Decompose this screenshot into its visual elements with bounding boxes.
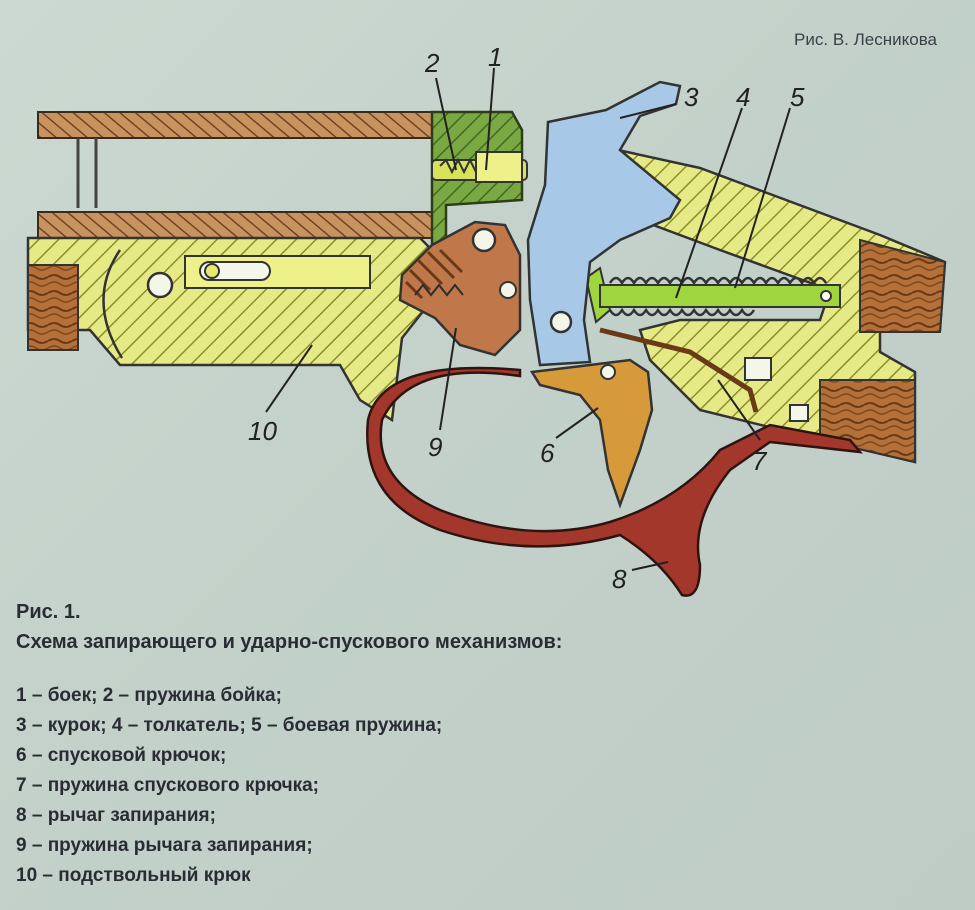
callout-8: 8	[612, 564, 627, 594]
figure-title: Схема запирающего и ударно-спускового ме…	[16, 631, 563, 653]
mechanism-diagram: 1 2 3 4 5 6 7 8 9 10	[26, 42, 947, 597]
leader-lines	[265, 67, 791, 571]
illustrator-credit: Рис. В. Лесникова	[794, 30, 937, 49]
callout-2: 2	[424, 48, 440, 78]
legend-item: 8 – рычаг запирания;	[16, 805, 216, 826]
legend-item: 6 – спусковой крючок;	[16, 745, 227, 766]
legend-item: 10 – подствольный крюк	[16, 865, 251, 886]
callout-10: 10	[248, 416, 277, 446]
callout-labels: 1 2 3 4 5 6 7 8 9 10	[248, 42, 805, 594]
mainspring-assembly	[584, 266, 841, 324]
trigger	[529, 358, 654, 509]
callout-3: 3	[684, 82, 699, 112]
legend-item: 9 – пружина рычага запирания;	[16, 835, 313, 856]
legend-item: 1 – боек; 2 – пружина бойка;	[16, 685, 282, 706]
trigger-spring	[599, 327, 809, 422]
locking-lever-housing	[398, 220, 522, 357]
locking-lever	[366, 366, 863, 597]
callout-1: 1	[488, 42, 502, 72]
hammer	[526, 80, 682, 367]
figure-number: Рис. 1.	[16, 601, 81, 623]
callout-7: 7	[752, 446, 768, 476]
callout-6: 6	[540, 438, 555, 468]
legend-item: 7 – пружина спускового крючка;	[16, 775, 319, 796]
underlug-receiver	[26, 236, 434, 423]
callout-4: 4	[736, 82, 750, 112]
callout-5: 5	[790, 82, 805, 112]
callout-9: 9	[428, 432, 442, 462]
upper-barrel	[37, 111, 434, 208]
legend-item: 3 – курок; 4 – толкатель; 5 – боевая пру…	[16, 715, 443, 736]
figure-caption: Рис. 1. Схема запирающего и ударно-спуск…	[16, 597, 946, 891]
lower-barrel	[37, 211, 434, 239]
